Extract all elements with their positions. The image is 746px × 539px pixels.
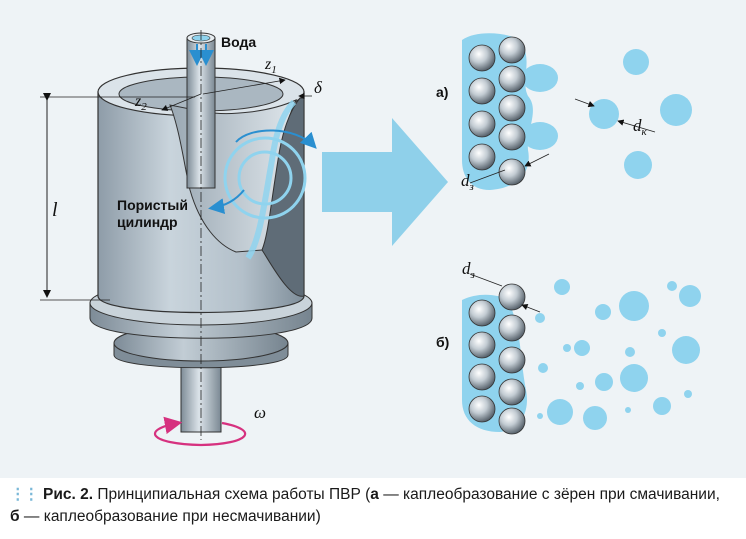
drop [623, 49, 649, 75]
case-a-label: а) [436, 84, 448, 100]
figure-caption: ⋮⋮Рис. 2. Принципиальная схема работы ПВ… [10, 484, 740, 528]
z1-leader [202, 77, 286, 95]
omega-label: ω [254, 403, 266, 422]
water-label: Вода [221, 34, 256, 50]
grain [468, 143, 496, 171]
panel-a-wetting [462, 33, 692, 190]
z2-label: z2 [134, 93, 147, 113]
grain [498, 346, 526, 374]
grain [498, 65, 526, 93]
grain [468, 331, 496, 359]
caption-dots-icon: ⋮⋮ [10, 486, 39, 503]
cylinder-label-line1: Пористый [117, 197, 188, 213]
dz-a-label: dз [461, 171, 474, 193]
length-label: l [52, 199, 58, 221]
drop-forming [522, 122, 558, 150]
grain [498, 158, 526, 186]
cylinder-label-line2: цилиндр [117, 214, 178, 230]
grain [468, 395, 496, 423]
delta-label: δ [314, 78, 323, 97]
drop [660, 94, 692, 126]
drop-forming [522, 64, 558, 92]
case-b-label: б) [436, 334, 449, 350]
grain [498, 314, 526, 342]
caption-fig-label: Рис. 2. [43, 486, 94, 503]
dk-label: dк [633, 116, 648, 138]
grain [498, 283, 526, 311]
z1-label: z1 [264, 56, 277, 76]
z2-leader [161, 93, 202, 111]
length-dimension [40, 93, 195, 301]
grain [468, 110, 496, 138]
grain [498, 94, 526, 122]
grain [468, 77, 496, 105]
grain [468, 363, 496, 391]
flow-swirl [208, 129, 317, 220]
pvr-diagram: l z1 z2 δ Вода Пористый цилиндр ω а) dк [40, 30, 701, 447]
drop [624, 151, 652, 179]
panel-b-nonwetting [462, 273, 701, 435]
caption-a-letter: а [370, 486, 379, 503]
grain [498, 36, 526, 64]
caption-a-text: — каплеобразование с зёрен при смачивани… [378, 486, 720, 503]
figure-area: l z1 z2 δ Вода Пористый цилиндр ω а) dк [0, 0, 746, 478]
caption-title: Принципиальная схема работы ПВР ( [97, 486, 371, 503]
grain [498, 378, 526, 406]
grain [468, 299, 496, 327]
caption-b-text: — каплеобразование при несмачивании) [19, 508, 321, 525]
grain [468, 44, 496, 72]
drop [589, 99, 619, 129]
grain [498, 123, 526, 151]
grain [498, 407, 526, 435]
caption-b-letter: б [10, 508, 20, 525]
rotation-arrow [154, 416, 247, 447]
transition-arrow [322, 118, 448, 246]
dz-b-label: dз [462, 259, 475, 281]
